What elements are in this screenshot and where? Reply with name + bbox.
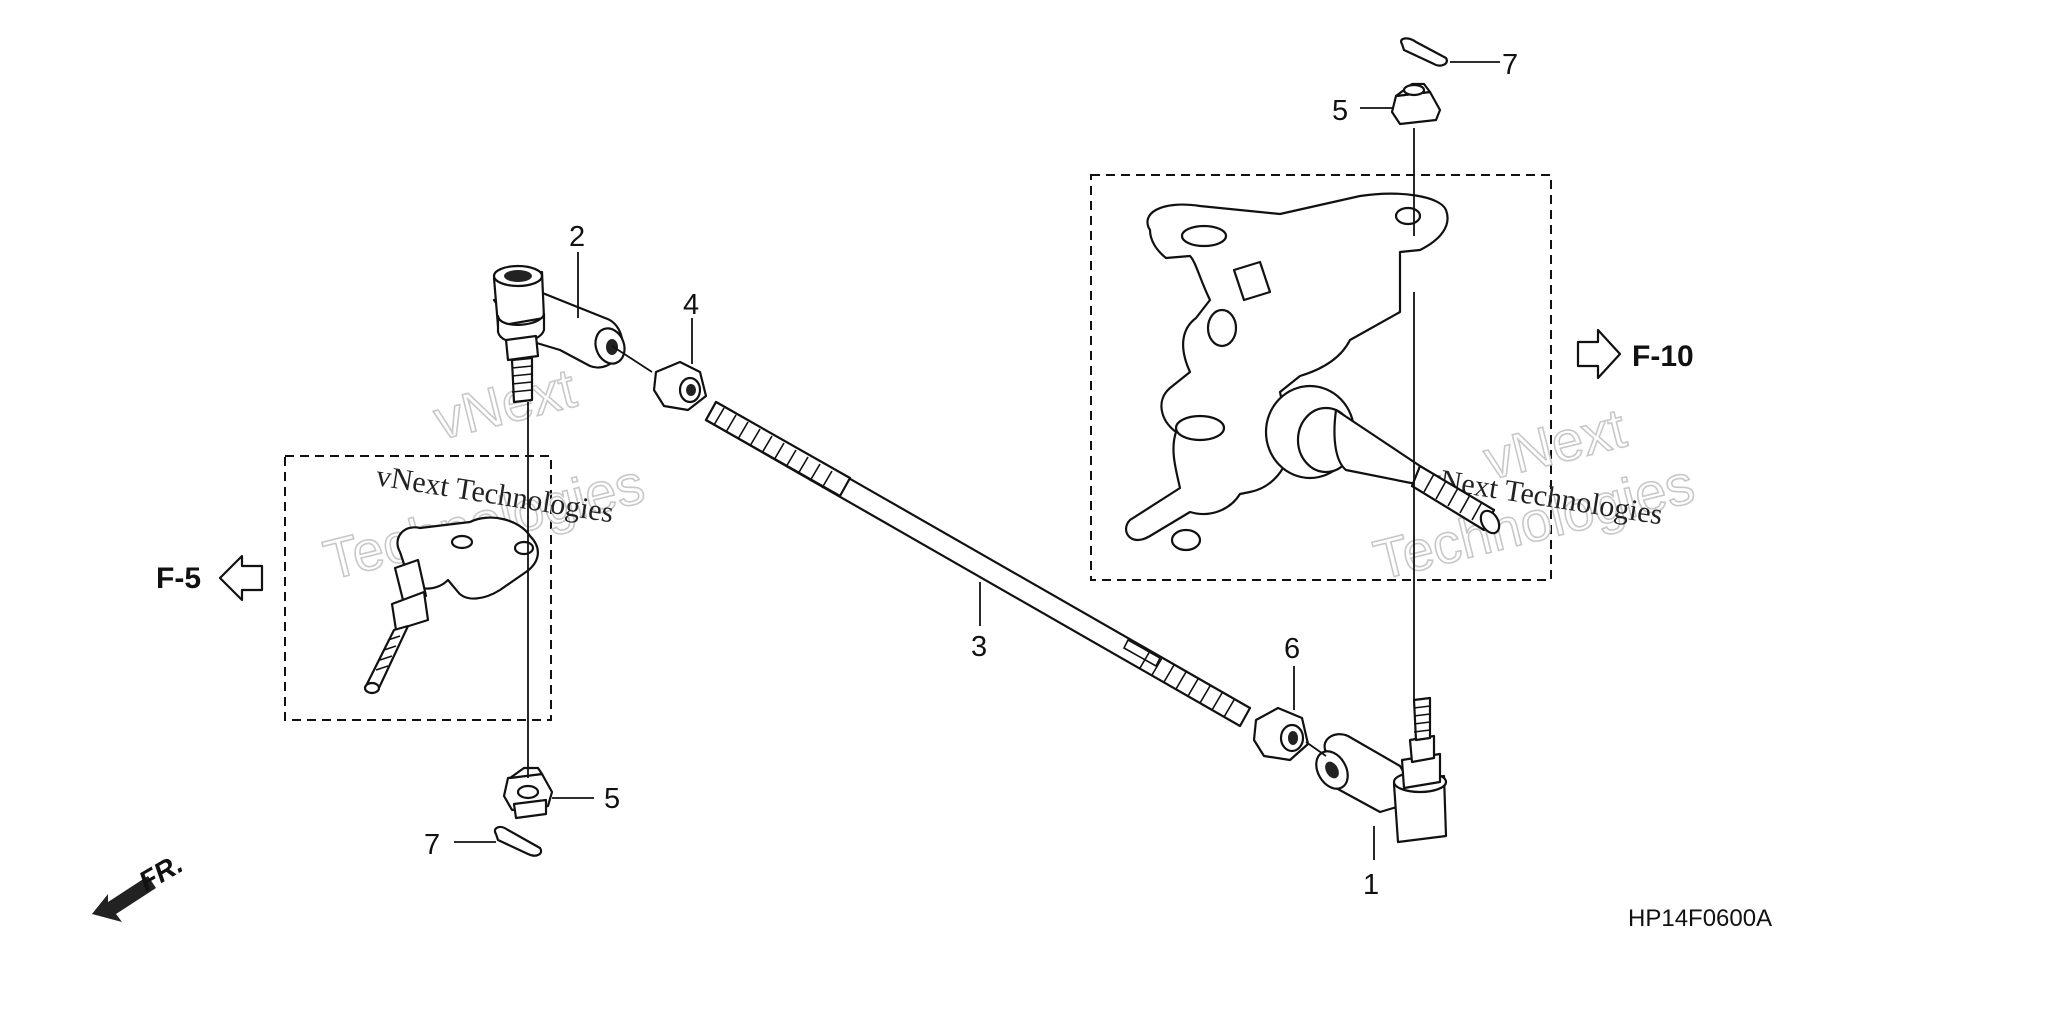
part-6-nut [1252, 706, 1310, 762]
callout-4: 4 [683, 289, 699, 321]
callout-2: 2 [569, 221, 585, 253]
part-1-tie-rod-end-lower [1315, 696, 1448, 844]
ref-f10-group[interactable]: F-10 [1576, 328, 1694, 380]
callout-5-top: 5 [1332, 95, 1348, 127]
callout-5-bottom: 5 [604, 783, 620, 815]
part-5-castle-nut-bottom [502, 766, 554, 820]
watermark-left-outline-1: vNext [428, 356, 583, 452]
ref-f5-arrow-icon[interactable] [218, 554, 264, 602]
knuckle-reference-box-right [1090, 174, 1552, 581]
assembly-line-left-rod [611, 345, 653, 373]
knuckle-reference-box-left [284, 455, 552, 721]
ref-f10-arrow-icon[interactable] [1576, 328, 1622, 380]
right-knuckle-drawing [1125, 192, 1501, 552]
ref-f5-group[interactable]: F-5 [156, 554, 264, 602]
callout-6: 6 [1284, 633, 1300, 665]
part-7-cotter-pin-bottom [493, 825, 543, 857]
part-3-tie-rod [704, 400, 1252, 728]
watermark-right: vNext Technologies vNext Technologies [1367, 395, 1701, 592]
ref-f5-label[interactable]: F-5 [156, 562, 201, 595]
callout-7-top: 7 [1502, 49, 1518, 81]
callout-7-bottom: 7 [424, 829, 440, 861]
part-7-cotter-pin-top [1400, 37, 1448, 67]
left-knuckle-drawing [363, 516, 539, 695]
ref-f10-label[interactable]: F-10 [1632, 340, 1694, 373]
part-2-tie-rod-end-upper [492, 264, 626, 404]
callout-1: 1 [1363, 869, 1379, 901]
part-5-castle-nut-top [1390, 82, 1442, 126]
front-arrow-icon [92, 876, 156, 922]
part-4-nut [652, 360, 708, 412]
diagram-code: HP14F0600A [1628, 905, 1772, 932]
front-direction-marker: FR. [92, 848, 188, 922]
assembly-line-right-rod [1305, 741, 1327, 757]
callout-3: 3 [971, 631, 987, 663]
